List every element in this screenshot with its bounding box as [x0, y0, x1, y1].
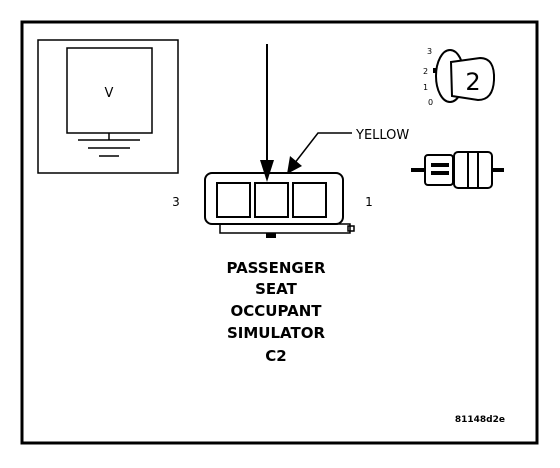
outer-frame: [20, 20, 539, 445]
tag-body: [449, 56, 496, 102]
title-line: SIMULATOR: [227, 324, 325, 342]
male-half: [424, 154, 454, 186]
scale-label: 1: [423, 83, 428, 92]
voltmeter-symbol: V: [37, 39, 179, 174]
wire-stub-left: [411, 168, 425, 172]
latch-notch: [266, 233, 276, 238]
wire-color-label: YELLOW: [355, 128, 409, 143]
mated-connector-inset: [411, 151, 504, 189]
cavity-2: [254, 182, 289, 218]
tag-number: 2: [465, 68, 480, 96]
latch-tip: [347, 225, 355, 232]
scale-label: 0: [428, 98, 433, 107]
title-line: PASSENGER: [226, 259, 326, 277]
meter-label: V: [105, 86, 114, 101]
male-pin: [431, 163, 449, 167]
title-line: SEAT: [255, 280, 297, 298]
pin-label-right: 1: [365, 195, 373, 209]
pin-label-left: 3: [172, 195, 180, 209]
female-half: [453, 151, 493, 189]
scale-label: 2: [423, 67, 428, 76]
scale-label: 3: [427, 47, 432, 56]
wire-stub-right: [492, 168, 504, 172]
title-line: C2: [265, 347, 286, 365]
cavity-3: [216, 182, 251, 218]
connector-title: PASSENGER SEAT OCCUPANT SIMULATOR C2: [226, 259, 326, 365]
figure-id: 81148d2e: [455, 415, 505, 425]
wire-leader: [287, 132, 352, 174]
male-pin: [431, 171, 449, 175]
meter-border: [37, 39, 179, 174]
connector-tag-inset: 3 2 1 0 2: [423, 47, 496, 107]
connector-latch: [219, 223, 351, 234]
probe-arrow: [260, 44, 274, 182]
connector-c2: [204, 172, 355, 238]
cavity-1: [292, 182, 327, 218]
title-line: OCCUPANT: [231, 302, 323, 320]
